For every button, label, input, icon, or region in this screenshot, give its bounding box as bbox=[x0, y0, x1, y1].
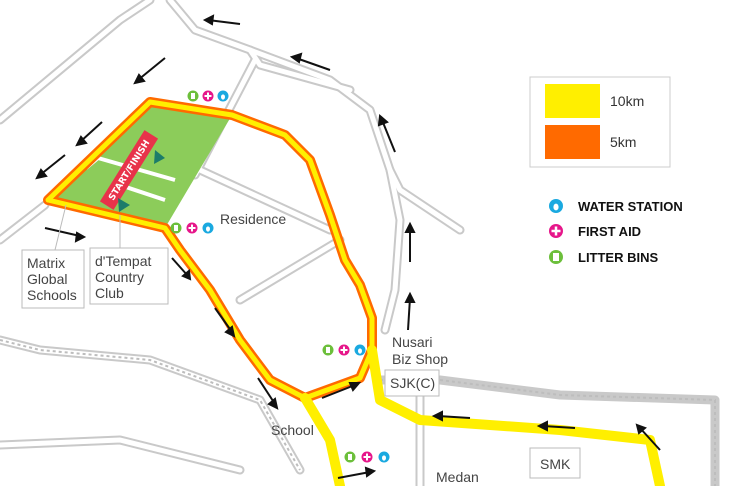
route-10km bbox=[43, 97, 665, 486]
direction-arrow-icon bbox=[635, 423, 661, 451]
direction-arrow-icon bbox=[75, 121, 103, 147]
litter-bin-icon bbox=[549, 250, 563, 264]
direction-arrow-icon bbox=[404, 221, 416, 262]
facility-stop-2 bbox=[170, 222, 214, 234]
facility-stop-1 bbox=[187, 90, 229, 102]
label-medan: Medan bbox=[436, 469, 479, 485]
legend-label-water-station: WATER STATION bbox=[578, 199, 683, 214]
legend-label-5km: 5km bbox=[610, 134, 636, 150]
svg-text:SJK(C): SJK(C) bbox=[390, 375, 435, 391]
water-drop-icon bbox=[549, 199, 563, 213]
facility-stop-3 bbox=[322, 344, 366, 356]
direction-arrow-icon bbox=[337, 466, 377, 479]
label-school: School bbox=[271, 422, 314, 438]
direction-arrow-icon bbox=[133, 57, 166, 85]
direction-arrow-icon bbox=[321, 382, 362, 399]
direction-arrow-icon bbox=[377, 114, 396, 153]
legend-swatch-5km bbox=[545, 125, 600, 159]
svg-text:SMK: SMK bbox=[540, 456, 571, 472]
direction-arrow-icon bbox=[214, 307, 236, 338]
direction-arrow-icon bbox=[44, 227, 87, 243]
first-aid-cross-icon bbox=[549, 224, 563, 238]
direction-arrow-icon bbox=[171, 257, 192, 281]
label-residence: Residence bbox=[220, 211, 286, 227]
label-smk: SMK bbox=[529, 447, 581, 479]
legend: 10km 5km WATER STATION FIRST AID LITTER … bbox=[529, 76, 683, 265]
direction-arrow-icon bbox=[404, 291, 416, 331]
direction-arrow-icon bbox=[431, 410, 471, 422]
direction-arrow-icon bbox=[536, 420, 576, 432]
direction-arrow-icon bbox=[289, 52, 331, 71]
direction-arrow-icon bbox=[35, 154, 66, 180]
direction-arrows bbox=[35, 14, 661, 479]
direction-arrow-icon bbox=[202, 14, 241, 26]
direction-arrow-icon bbox=[257, 377, 279, 410]
legend-label-litter-bins: LITTER BINS bbox=[578, 250, 658, 265]
legend-label-10km: 10km bbox=[610, 93, 644, 109]
road-network bbox=[0, 0, 720, 486]
facility-stop-4 bbox=[344, 451, 390, 463]
label-sjkc: SJK(C) bbox=[384, 369, 440, 397]
start-finish-flags bbox=[118, 150, 165, 212]
legend-swatch-10km bbox=[545, 84, 600, 118]
legend-label-first-aid: FIRST AID bbox=[578, 224, 641, 239]
